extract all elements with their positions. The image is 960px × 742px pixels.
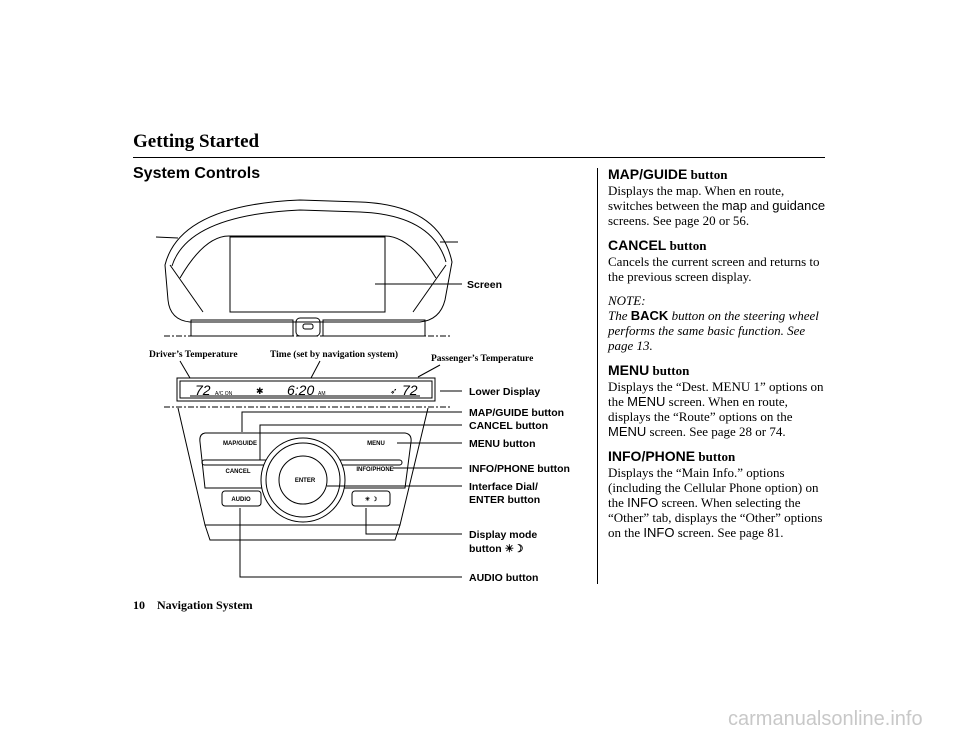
lcd-time: 6:20 xyxy=(287,382,314,398)
info-text: Displays the “Main Info.” options (inclu… xyxy=(608,465,823,540)
upper-screen-unit xyxy=(155,199,458,408)
map-guide-button[interactable]: MAP/GUIDE xyxy=(223,441,257,447)
lcd-ac: A/C ON xyxy=(215,391,233,397)
page-header: Getting Started xyxy=(133,131,260,152)
menu-button[interactable]: MENU xyxy=(367,441,385,447)
callout-display-mode-1: Display mode xyxy=(469,529,537,541)
cancel-button[interactable]: CANCEL xyxy=(226,469,251,475)
lcd-driver-temp: 72 xyxy=(195,382,211,398)
header-rule xyxy=(133,157,825,158)
cancel-heading: CANCEL button xyxy=(608,237,707,253)
footer-title: Navigation System xyxy=(157,598,253,612)
info-heading: INFO/PHONE button xyxy=(608,448,736,464)
callout-cancel: CANCEL button xyxy=(469,420,548,432)
callout-display-mode-2: button ☀☽ xyxy=(469,543,524,555)
menu-text: Displays the “Dest. MENU 1” options on t… xyxy=(608,379,824,439)
page-number: 10 xyxy=(133,598,145,612)
callout-screen: Screen xyxy=(467,279,502,291)
callout-passengers-temp: Passenger’s Temperature xyxy=(431,354,533,364)
description-column: MAP/GUIDE button Displays the map. When … xyxy=(608,166,828,549)
map-guide-heading: MAP/GUIDE button xyxy=(608,166,728,182)
callout-time: Time (set by navigation system) xyxy=(270,349,398,360)
section-title: System Controls xyxy=(133,165,261,182)
info-phone-button[interactable]: INFO/PHONE xyxy=(356,467,393,473)
enter-button[interactable]: ENTER xyxy=(295,478,316,484)
callout-dial-1: Interface Dial/ xyxy=(469,481,538,493)
control-panel xyxy=(177,407,429,541)
lower-display xyxy=(176,377,436,402)
lcd-ampm: AM xyxy=(318,391,326,397)
callout-map-guide: MAP/GUIDE button xyxy=(469,407,564,419)
column-divider xyxy=(597,168,598,584)
display-mode-button[interactable] xyxy=(351,490,391,507)
callout-drivers-temp: Driver’s Temperature xyxy=(149,350,238,360)
screen xyxy=(229,236,386,313)
cancel-text: Cancels the current screen and returns t… xyxy=(608,254,820,284)
callout-info-phone: INFO/PHONE button xyxy=(469,463,570,475)
callout-audio: AUDIO button xyxy=(469,572,538,584)
fan-icon: ✱ xyxy=(256,386,264,396)
audio-button-label: AUDIO xyxy=(231,497,251,503)
callout-menu: MENU button xyxy=(469,438,535,450)
audio-button[interactable] xyxy=(221,490,262,507)
map-guide-text: Displays the map. When en route, switche… xyxy=(608,183,826,228)
note: NOTE:The BACK button on the steering whe… xyxy=(608,293,819,353)
lcd-passenger-temp: 72 xyxy=(402,382,418,398)
display-mode-icon: ☀ ☽ xyxy=(365,496,378,503)
callout-lower-display: Lower Display xyxy=(469,386,540,398)
footer: 10 Navigation System xyxy=(133,598,265,613)
callout-dial-2: ENTER button xyxy=(469,494,540,506)
watermark: carmanualsonline.info xyxy=(728,708,923,730)
airflow-icon: ➶ xyxy=(390,386,398,396)
callout-lines xyxy=(179,283,462,578)
menu-heading: MENU button xyxy=(608,362,690,378)
